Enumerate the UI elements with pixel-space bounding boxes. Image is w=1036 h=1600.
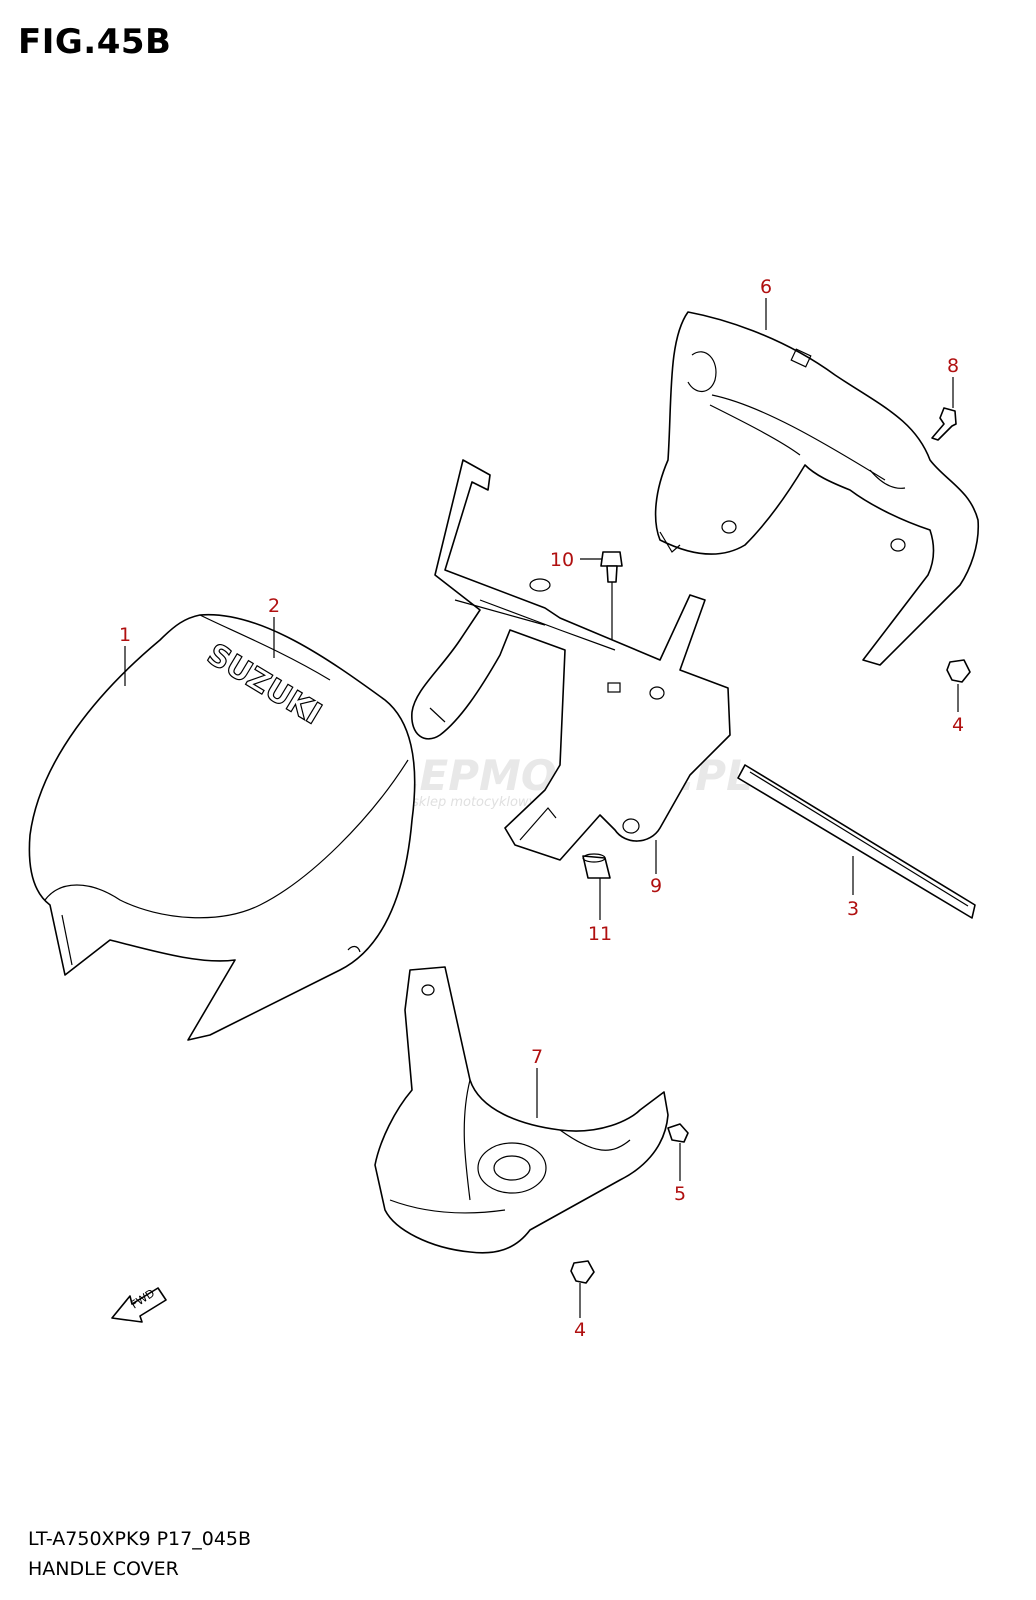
part-push-rivet-upper (946, 659, 971, 683)
part-lower-cover (374, 966, 669, 1254)
model-code: LT-A750XPK9 P17_045B (28, 1528, 252, 1550)
part-push-rivet-lower (570, 1260, 595, 1284)
part-handle-cover (28, 613, 416, 1041)
leader-lines (124, 298, 959, 1318)
callout-4-lower: 4 (574, 1319, 586, 1341)
callout-6: 6 (760, 276, 772, 298)
callout-2: 2 (268, 595, 280, 617)
part-bolt (600, 551, 623, 583)
part-upper-cover (654, 311, 980, 666)
forward-direction-marker: FWD (111, 1287, 167, 1323)
figure-title: FIG.45B (18, 22, 172, 62)
callout-8: 8 (947, 355, 959, 377)
part-clip (667, 1123, 689, 1143)
callout-5: 5 (674, 1183, 686, 1205)
part-screw (931, 407, 957, 441)
callout-11: 11 (588, 923, 612, 945)
callout-1: 1 (119, 624, 131, 646)
part-bracket (411, 459, 731, 861)
callout-7: 7 (531, 1046, 543, 1068)
part-grommet (582, 853, 611, 879)
callout-3: 3 (847, 898, 859, 920)
callouts: 1 2 3 4 4 5 6 7 8 9 10 11 (119, 276, 964, 1341)
callout-10: 10 (550, 549, 574, 571)
part-seal-strip (737, 764, 976, 919)
section-title: HANDLE COVER (28, 1558, 179, 1580)
callout-9: 9 (650, 875, 662, 897)
callout-4-upper: 4 (952, 714, 964, 736)
